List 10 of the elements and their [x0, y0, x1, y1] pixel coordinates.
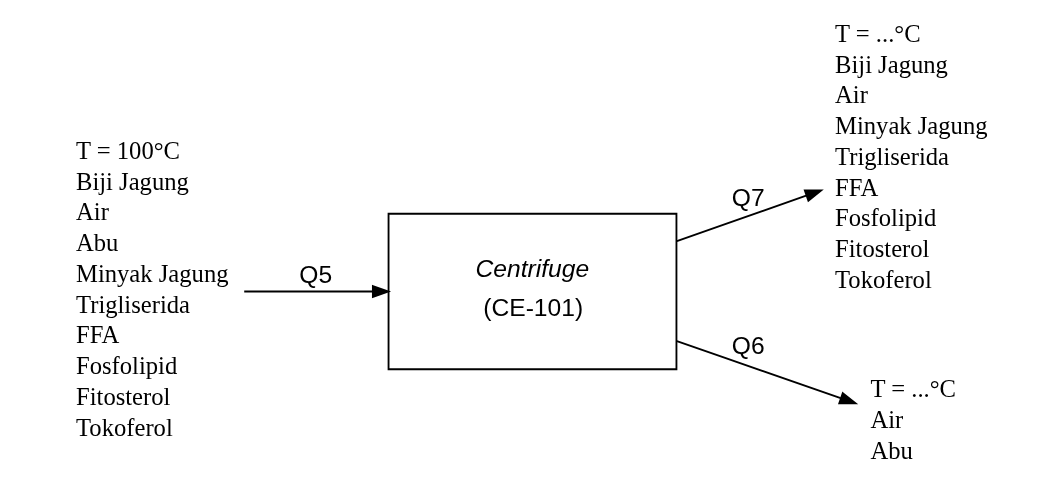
edge-label: Q5 — [298, 261, 332, 289]
edge-label: Q7 — [731, 184, 765, 212]
node-text: T = ...°C Biji Jagung Air Minyak Jagung Trigliserida FFA Fosfolipid Fitosterol Tokoferol — [834, 19, 988, 294]
edge-label: Q6 — [731, 332, 765, 360]
arrow — [242, 284, 391, 299]
arrow — [675, 189, 824, 243]
arrow — [675, 340, 858, 405]
node-text: T = 100°C Biji Jagung Air Abu Minyak Jagung Trigliserida FFA Fosfolipid Fitosterol Tokoferol — [75, 136, 229, 441]
node-text: T = ...°C Air Abu — [869, 375, 956, 464]
node-box: Centrifuge (CE-101) — [387, 212, 677, 371]
